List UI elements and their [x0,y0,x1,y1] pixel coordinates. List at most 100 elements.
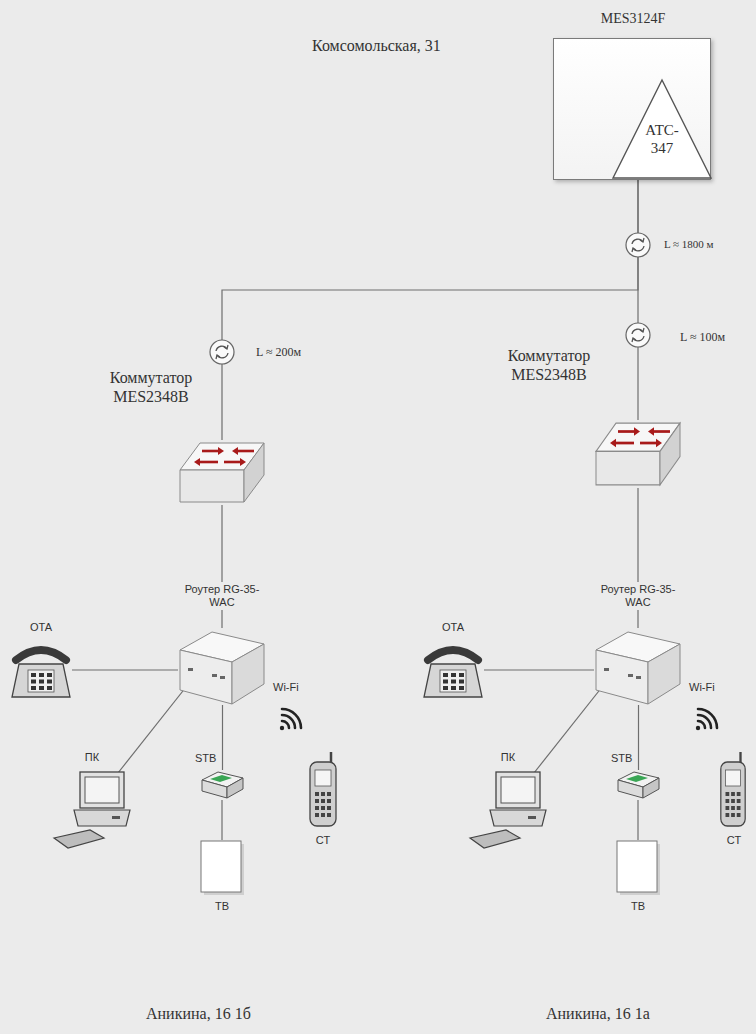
cell-key [327,806,331,810]
drive [528,816,536,819]
station-box: MES3124FАТС- 347 [553,38,711,180]
switch-arrow-head [194,458,200,466]
cable-line [637,800,638,840]
router-icon [178,628,266,705]
switch-node: Коммутатор MES2348B [594,420,682,488]
switch-arrow-head [656,439,662,447]
phone-key [459,686,464,690]
device-label: СТ [307,834,339,847]
cell-key [321,799,325,803]
system-unit [74,810,130,826]
router-front [180,650,232,704]
monitor [80,772,124,808]
stb-side [227,778,243,798]
switch-arrow [238,450,254,453]
address-label: Комсомольская, 31 [312,36,441,55]
switch-arrow-head [240,458,246,466]
cell-key [726,792,730,796]
router-led [212,674,217,677]
cable-line [221,800,222,840]
switch-arrow-head [634,427,640,435]
cell-key [726,799,730,803]
router-led [604,668,609,671]
router-icon [594,628,682,705]
cell-key [726,813,730,817]
switch-arrow-head [648,427,654,435]
cell-phone-icon [718,750,748,828]
device-label: ТВ [200,900,244,913]
keyboard [470,830,520,848]
switch-arrow-head [610,439,616,447]
stb-front [618,780,643,798]
cable-line [638,705,639,770]
router-led [636,676,641,679]
phone-body [12,664,70,697]
device-label: СТ [718,834,750,847]
cell-key [327,799,331,803]
switch-arrow-head [232,447,238,455]
cell-key [315,799,319,803]
cell-key [315,806,319,810]
cell-key [321,806,325,810]
phone-key [451,686,456,690]
phone-key [47,680,52,684]
cable-line [637,179,638,420]
switch-icon [594,420,682,488]
phone-key [443,680,448,684]
media-converter [626,233,650,257]
cell-key [737,799,741,803]
phone-key [31,686,36,690]
device-label: MES3124F [554,11,712,28]
router-node: Роутер RG-35-WAC [178,628,266,705]
system-unit [490,810,546,826]
desk-phone-node: ОТА [422,640,484,700]
stb-green [210,775,232,782]
switch-icon [178,440,266,505]
cable-line [222,705,223,770]
drive [112,816,120,819]
exchange-triangle: АТС- 347 [612,79,712,179]
set-top-box-node: STB [616,770,661,800]
set-top-box-icon [200,770,245,800]
phone-body [424,664,482,697]
triangle-outline [613,80,711,178]
device-label: Роутер RG-35-WAC [184,582,260,610]
phone-key [459,680,464,684]
device-label: STB [195,752,216,765]
switch-node: Коммутатор MES2348B [178,440,266,505]
cable-line [222,179,638,440]
node-text: АТС- 347 [637,121,687,157]
monitor-screen [501,777,535,803]
cell-screen [315,770,331,786]
computer-icon [52,770,132,850]
cell-body [310,762,336,826]
wifi-label: Wi-Fi [273,681,299,694]
cell-key [315,792,319,796]
desk-phone-node: ОТА [10,640,72,700]
phone-key [443,673,448,677]
wifi-label: Wi-Fi [689,681,715,694]
desk-phone-icon [10,640,72,700]
phone-key [47,686,52,690]
media-converter [210,340,234,364]
cable-line [484,669,594,670]
device-label: ОТА [422,621,484,634]
switch-arrow [654,430,670,433]
device-label: STB [611,752,632,765]
media-converter [626,323,650,347]
cell-key [731,799,735,803]
phone-key [39,686,44,690]
phone-handset [428,650,478,660]
keyboard [54,830,104,848]
switch-front [180,470,244,502]
cable-line [530,682,606,778]
cell-key [731,806,735,810]
router-led [220,676,225,679]
cell-phone-node: СТ [307,750,339,828]
phone-keypad [440,670,466,692]
phone-key [459,673,464,677]
device-label: Коммутатор MES2348B [494,346,604,384]
distance-label: L ≈ 100м [680,330,725,344]
switch-arrow-head [218,447,224,455]
